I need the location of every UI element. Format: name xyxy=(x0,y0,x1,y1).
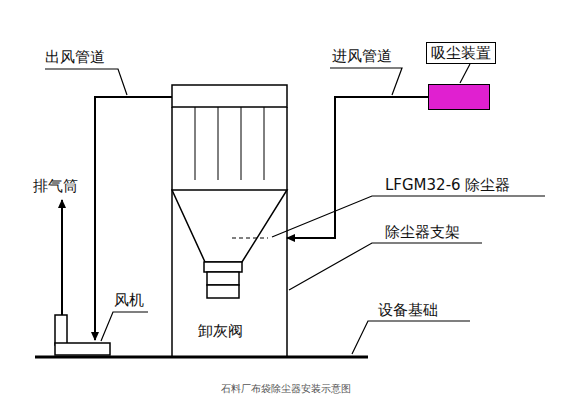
leader-lines xyxy=(45,64,545,354)
part-label: 除尘器支架 xyxy=(385,223,460,241)
fan-symbol xyxy=(55,315,110,355)
part-label: LFGM32-6 除尘器 xyxy=(385,176,510,194)
node-label: 风机 xyxy=(114,291,144,309)
part-label: 排气筒 xyxy=(33,177,78,195)
part-label: 设备基础 xyxy=(378,301,438,319)
suction-device: 吸尘装置 xyxy=(428,84,490,110)
chimney-arrow xyxy=(61,200,63,315)
pipe-connector xyxy=(287,97,428,238)
fan: 风机 xyxy=(55,340,110,356)
base-line xyxy=(35,356,368,359)
pipe-connector xyxy=(95,97,172,340)
node-label: 卸灰阀 xyxy=(198,322,243,340)
dust-collector: 卸灰阀 xyxy=(172,84,287,357)
pipe-label: 进风管道 xyxy=(332,47,392,65)
pipe-label: 出风管道 xyxy=(45,48,105,66)
caption: 石料厂布袋除尘器安装示意图 xyxy=(0,383,571,395)
node-label: 吸尘装置 xyxy=(426,42,496,64)
dust-collector xyxy=(172,85,287,357)
